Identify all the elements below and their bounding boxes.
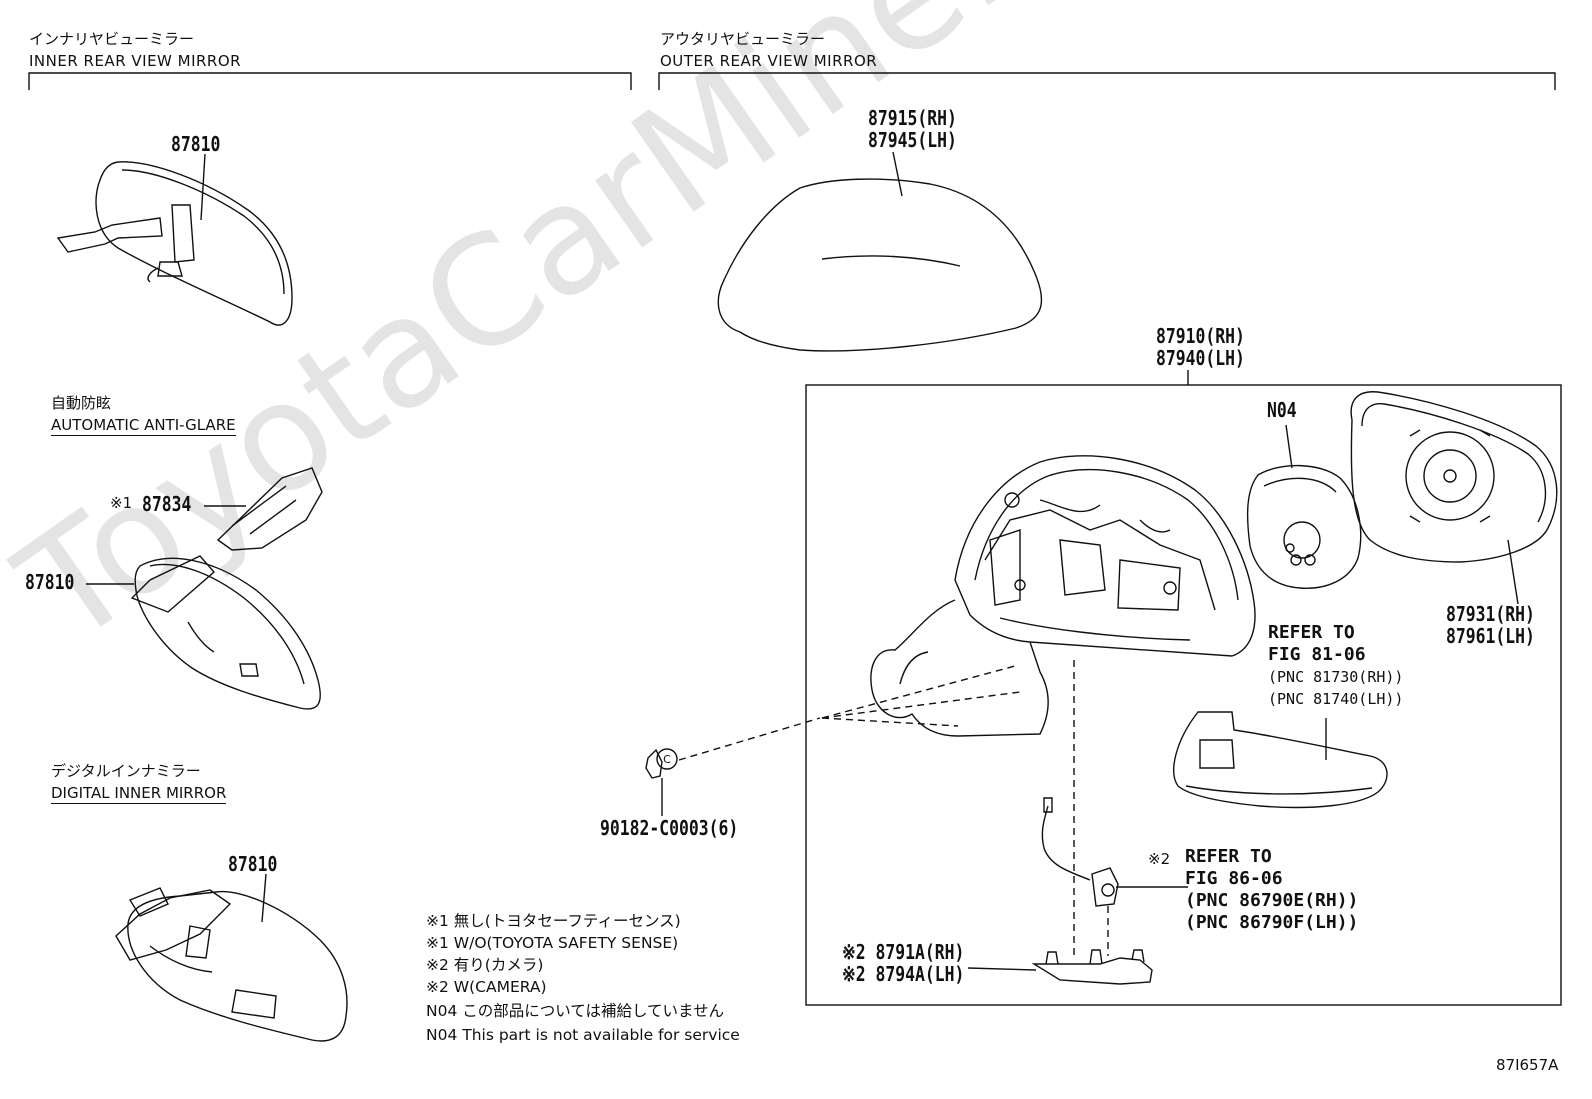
part-cover-lh-label: 87945(LH) — [868, 128, 957, 152]
digital-title-jp: デジタルインナミラー — [51, 762, 201, 780]
inner-section-title-en: INNER REAR VIEW MIRROR — [29, 52, 242, 70]
part-nut-label: 90182-C0003(6) — [600, 816, 739, 840]
camera-refer: REFER TO — [1185, 846, 1272, 867]
nut-drawing — [645, 748, 678, 779]
inner-section-bracket — [28, 72, 632, 90]
leader-n04 — [1285, 424, 1293, 469]
actuator-drawing — [1246, 464, 1362, 589]
part-87810-digital-label: 87810 — [228, 852, 278, 876]
leader-87810-a — [200, 153, 206, 221]
camera-note-mark: ※2 — [1148, 850, 1171, 868]
part-cover-rh-label: 87915(RH) — [868, 106, 957, 130]
turn-signal-fig: FIG 81-06 — [1268, 644, 1366, 665]
inner-mirror-drawing — [56, 161, 293, 326]
footnote-2-jp: ※2 有り(カメラ) — [426, 956, 544, 974]
dashed-body-2 — [821, 691, 1021, 719]
inner-section-title-jp: インナリヤビューミラー — [29, 30, 195, 48]
camera-drawing — [1041, 797, 1119, 907]
camera-fig: FIG 86-06 — [1185, 868, 1283, 889]
note-mark-1: ※1 — [110, 494, 133, 512]
turn-signal-pnc-rh: (PNC 81730(RH)) — [1268, 668, 1404, 686]
camera-pnc-lh: (PNC 86790F(LH)) — [1185, 912, 1359, 933]
footnote-n04-jp: N04 この部品については補給していません — [426, 1002, 725, 1020]
footnote-1-en: ※1 W/O(TOYOTA SAFETY SENSE) — [426, 934, 679, 952]
svg-text:C: C — [663, 753, 671, 766]
leader-cover — [892, 151, 903, 197]
turn-signal-pnc-lh: (PNC 81740(LH)) — [1268, 690, 1404, 708]
part-8791a-label: ※2 8791A(RH) — [842, 940, 965, 964]
footnote-2-en: ※2 W(CAMERA) — [426, 978, 547, 996]
digital-mirror-drawing — [115, 887, 348, 1042]
part-mirror-rh-label: 87910(RH) — [1156, 324, 1245, 348]
digital-title-en: DIGITAL INNER MIRROR — [51, 784, 227, 804]
part-mirror-lh-label: 87940(LH) — [1156, 346, 1245, 370]
dashed-nut-line — [678, 717, 821, 761]
part-glass-rh-label: 87931(RH) — [1446, 602, 1535, 626]
footnote-1-jp: ※1 無し(トヨタセーフティーセンス) — [426, 912, 681, 930]
part-n04-label: N04 — [1267, 398, 1297, 422]
leader-bracket — [967, 967, 1037, 971]
part-glass-lh-label: 87961(LH) — [1446, 624, 1535, 648]
part-87810-label: 87810 — [171, 132, 221, 156]
mirror-cover-drawing — [717, 178, 1043, 352]
leader-87810-c — [261, 873, 267, 923]
anti-glare-title-en: AUTOMATIC ANTI-GLARE — [51, 416, 236, 436]
dashed-body-1 — [821, 665, 1016, 719]
leader-glass — [1507, 539, 1519, 605]
bracket-drawing — [1031, 949, 1153, 985]
turn-signal-drawing — [1173, 711, 1388, 809]
part-87810-anti-glare-label: 87810 — [25, 570, 75, 594]
camera-pnc-rh: (PNC 86790E(RH)) — [1185, 890, 1359, 911]
anti-glare-title-jp: 自動防眩 — [51, 394, 112, 412]
part-8794a-label: ※2 8794A(LH) — [842, 962, 965, 986]
sensor-cover-drawing — [216, 467, 323, 551]
outer-assembly-box — [805, 384, 1562, 1006]
outer-mirror-body-drawing — [870, 455, 1256, 737]
dashed-body-3 — [821, 717, 959, 727]
mirror-glass-drawing — [1350, 391, 1558, 563]
outer-section-title-en: OUTER REAR VIEW MIRROR — [660, 52, 878, 70]
outer-section-bracket — [658, 72, 1556, 90]
turn-signal-refer: REFER TO — [1268, 622, 1355, 643]
outer-section-title-jp: アウタリヤビューミラー — [660, 30, 826, 48]
part-87834-label: 87834 — [142, 492, 192, 516]
figure-code: 87I657A — [1496, 1056, 1559, 1074]
anti-glare-mirror-drawing — [130, 555, 321, 710]
footnote-n04-en: N04 This part is not available for servi… — [426, 1026, 740, 1044]
